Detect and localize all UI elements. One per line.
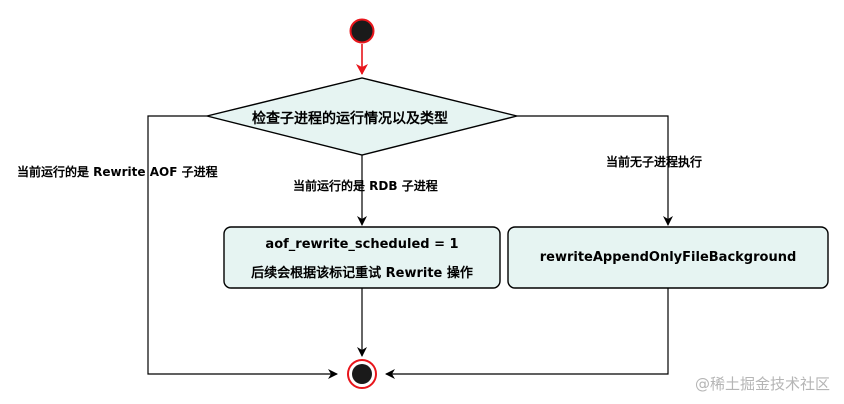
left-branch-label: 当前运行的是 Rewrite AOF 子进程 (17, 165, 218, 179)
middle-branch-label: 当前运行的是 RDB 子进程 (293, 179, 438, 193)
left-branch-edge (147, 115, 338, 379)
middle-action-line2: 后续会根据该标记重试 Rewrite 操作 (251, 266, 473, 281)
right-to-end-edge (385, 288, 669, 379)
middle-action-line1: aof_rewrite_scheduled = 1 (265, 237, 459, 252)
end-node-inner (352, 364, 372, 384)
watermark: @稀土掘金技术社区 (694, 375, 830, 393)
right-branch-edge (517, 115, 673, 226)
start-node (349, 18, 375, 44)
right-branch-label: 当前无子进程执行 (606, 155, 703, 169)
decision-label: 检查子进程的运行情况以及类型 (252, 111, 448, 127)
right-action-label: rewriteAppendOnlyFileBackground (539, 250, 797, 265)
